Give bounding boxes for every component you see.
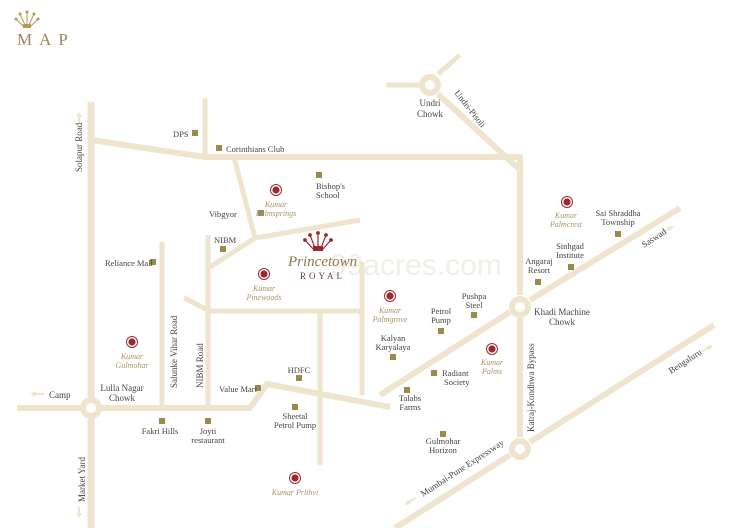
svg-text:Kumar: Kumar xyxy=(264,200,288,209)
svg-text:Kalyan: Kalyan xyxy=(381,333,406,343)
landmark-reliance: Reliance Mall xyxy=(105,258,154,268)
khadi-chowk-roundabout xyxy=(509,296,531,318)
svg-text:Kumar: Kumar xyxy=(378,306,402,315)
arrow-up-icon xyxy=(76,112,82,123)
direction-arrows xyxy=(30,112,713,518)
svg-text:Karyalaya: Karyalaya xyxy=(376,342,411,352)
svg-text:Joyti: Joyti xyxy=(200,426,217,436)
svg-text:Sai Shraddha: Sai Shraddha xyxy=(595,208,640,218)
arrow-right-icon xyxy=(662,226,674,234)
svg-text:Steel: Steel xyxy=(466,300,484,310)
svg-text:Institute: Institute xyxy=(556,250,584,260)
svg-text:Kumar: Kumar xyxy=(554,211,578,220)
svg-text:Palmsprings: Palmsprings xyxy=(255,209,296,218)
svg-text:Khadi Machine: Khadi Machine xyxy=(534,307,590,317)
road-label-nibm: NIBM Road xyxy=(195,343,205,388)
svg-text:Township: Township xyxy=(601,217,634,227)
svg-text:Kumar: Kumar xyxy=(480,358,504,367)
arrow-down-icon xyxy=(76,507,82,518)
svg-text:Angaraj: Angaraj xyxy=(525,256,552,266)
svg-text:Kumar Prithvi: Kumar Prithvi xyxy=(271,488,318,497)
roundabouts xyxy=(80,74,531,460)
header: MAP xyxy=(14,10,75,49)
svg-text:Talabs: Talabs xyxy=(399,393,421,403)
svg-text:Sheetal: Sheetal xyxy=(282,411,308,421)
brand-sub: ROYAL xyxy=(300,271,345,281)
junction-labels: Undri Chowk Khadi Machine Chowk Lulla Na… xyxy=(100,98,589,403)
svg-text:Lulla Nagar: Lulla Nagar xyxy=(100,383,143,393)
svg-text:Chowk: Chowk xyxy=(549,317,576,327)
undri-chowk-roundabout xyxy=(419,74,441,96)
landmark-value-mart: Value Mart xyxy=(219,384,258,394)
svg-text:Gulmohar: Gulmohar xyxy=(116,361,150,370)
projects: Kumar Palmsprings Kumar Pinewoods Kumar … xyxy=(116,184,583,497)
svg-text:Horizon: Horizon xyxy=(429,445,458,455)
road-label-katraj: Katraj-Kondhwa Bypass xyxy=(526,343,536,432)
svg-text:Farms: Farms xyxy=(399,402,420,412)
road-label-salunke: Salunke Vihar Road xyxy=(169,315,179,388)
arrow-left-icon xyxy=(30,391,44,397)
lulla-chowk-roundabout xyxy=(80,397,102,419)
svg-text:Society: Society xyxy=(444,377,470,387)
svg-text:Radiant: Radiant xyxy=(442,368,469,378)
road-label-market-yard: Market Yard xyxy=(77,457,87,502)
road-label-camp: Camp xyxy=(49,390,71,400)
svg-text:Undri: Undri xyxy=(420,98,441,108)
svg-text:Pinewoods: Pinewoods xyxy=(245,293,281,302)
crown-icon xyxy=(303,231,333,251)
svg-text:School: School xyxy=(316,190,340,200)
crown-icon xyxy=(14,10,40,28)
svg-text:Pushpa: Pushpa xyxy=(462,291,487,301)
svg-text:Gulmohar: Gulmohar xyxy=(426,436,461,446)
landmark-vibgyor: Vibgyor xyxy=(209,209,237,219)
svg-text:Chowk: Chowk xyxy=(109,393,136,403)
svg-text:Bishop's: Bishop's xyxy=(316,181,345,191)
landmark-markers xyxy=(150,130,621,437)
landmark-hdfc: HDFC xyxy=(288,365,311,375)
svg-text:Petrol Pump: Petrol Pump xyxy=(274,420,316,430)
road-label-solapur: Solapur Road xyxy=(74,122,84,172)
svg-text:Palmcrest: Palmcrest xyxy=(549,220,583,229)
road-corinthians xyxy=(90,137,523,170)
svg-text:Resort: Resort xyxy=(528,265,551,275)
arrow-left-icon xyxy=(404,497,416,505)
roads xyxy=(17,53,716,528)
svg-text:Palmgrove: Palmgrove xyxy=(372,315,408,324)
watermark: 99acres.com xyxy=(330,249,502,282)
landmark-dps: DPS xyxy=(173,129,189,139)
map-title: MAP xyxy=(17,30,75,49)
landmarks: DPS Corinthians Club Bishop's School Vib… xyxy=(105,129,641,455)
svg-text:restaurant: restaurant xyxy=(191,435,225,445)
arrow-right-icon xyxy=(701,345,713,353)
brand-name: Princetown xyxy=(287,254,357,270)
landmark-fakri: Fakri Hills xyxy=(142,426,179,436)
svg-text:Chowk: Chowk xyxy=(417,109,444,119)
landmark-nibm: NIBM xyxy=(214,235,237,245)
svg-text:Palms: Palms xyxy=(481,367,502,376)
svg-text:Kumar: Kumar xyxy=(120,352,144,361)
svg-text:Pump: Pump xyxy=(431,315,451,325)
svg-text:Petrol: Petrol xyxy=(431,306,452,316)
svg-text:Kumar: Kumar xyxy=(252,284,276,293)
expressway-roundabout xyxy=(509,438,531,460)
landmark-corinthians: Corinthians Club xyxy=(226,144,284,154)
svg-text:Sinhgad: Sinhgad xyxy=(556,241,585,251)
princetown-royal-logo: Princetown ROYAL xyxy=(287,231,357,281)
